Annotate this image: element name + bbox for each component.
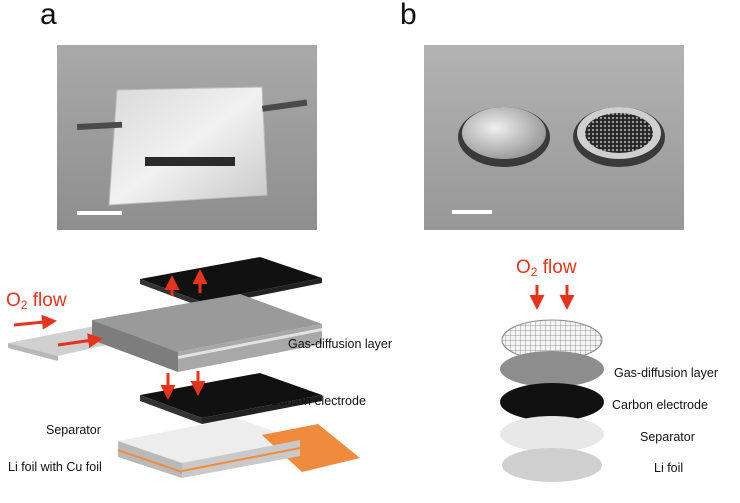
label-a-gas-diffusion: Gas-diffusion layer bbox=[288, 337, 392, 351]
label-a-li-foil: Li foil with Cu foil bbox=[8, 460, 102, 474]
panel-a-o2-flow-label: O2 flow bbox=[6, 290, 67, 312]
label-b-gas-diffusion: Gas-diffusion layer bbox=[614, 366, 718, 380]
label-b-carbon-electrode: Carbon electrode bbox=[612, 398, 708, 412]
label-b-separator: Separator bbox=[640, 430, 695, 444]
panel-b-letter: b bbox=[400, 0, 417, 31]
separator-and-li-foil-stack bbox=[118, 418, 360, 478]
panel-b-flow-arrows bbox=[529, 285, 575, 310]
label-a-carbon-electrode: Carbon electrode bbox=[270, 394, 366, 408]
coin-cell-photo bbox=[424, 45, 684, 230]
panel-a-letter: a bbox=[40, 0, 57, 31]
gas-diffusion-layer-block bbox=[8, 294, 322, 372]
panel-a-flow-arrows bbox=[13, 269, 208, 400]
separator-disk bbox=[500, 416, 604, 452]
panel-b-o2-flow-label: O2 flow bbox=[516, 257, 577, 279]
pouch-cell-photo bbox=[57, 45, 317, 230]
label-b-li-foil: Li foil bbox=[654, 461, 684, 475]
carbon-electrode-plate bbox=[140, 373, 322, 424]
label-a-separator: Separator bbox=[46, 423, 101, 437]
li-foil-disk bbox=[502, 448, 602, 482]
gas-diffusion-disk bbox=[500, 351, 604, 387]
carbon-electrode-disk bbox=[500, 383, 604, 421]
